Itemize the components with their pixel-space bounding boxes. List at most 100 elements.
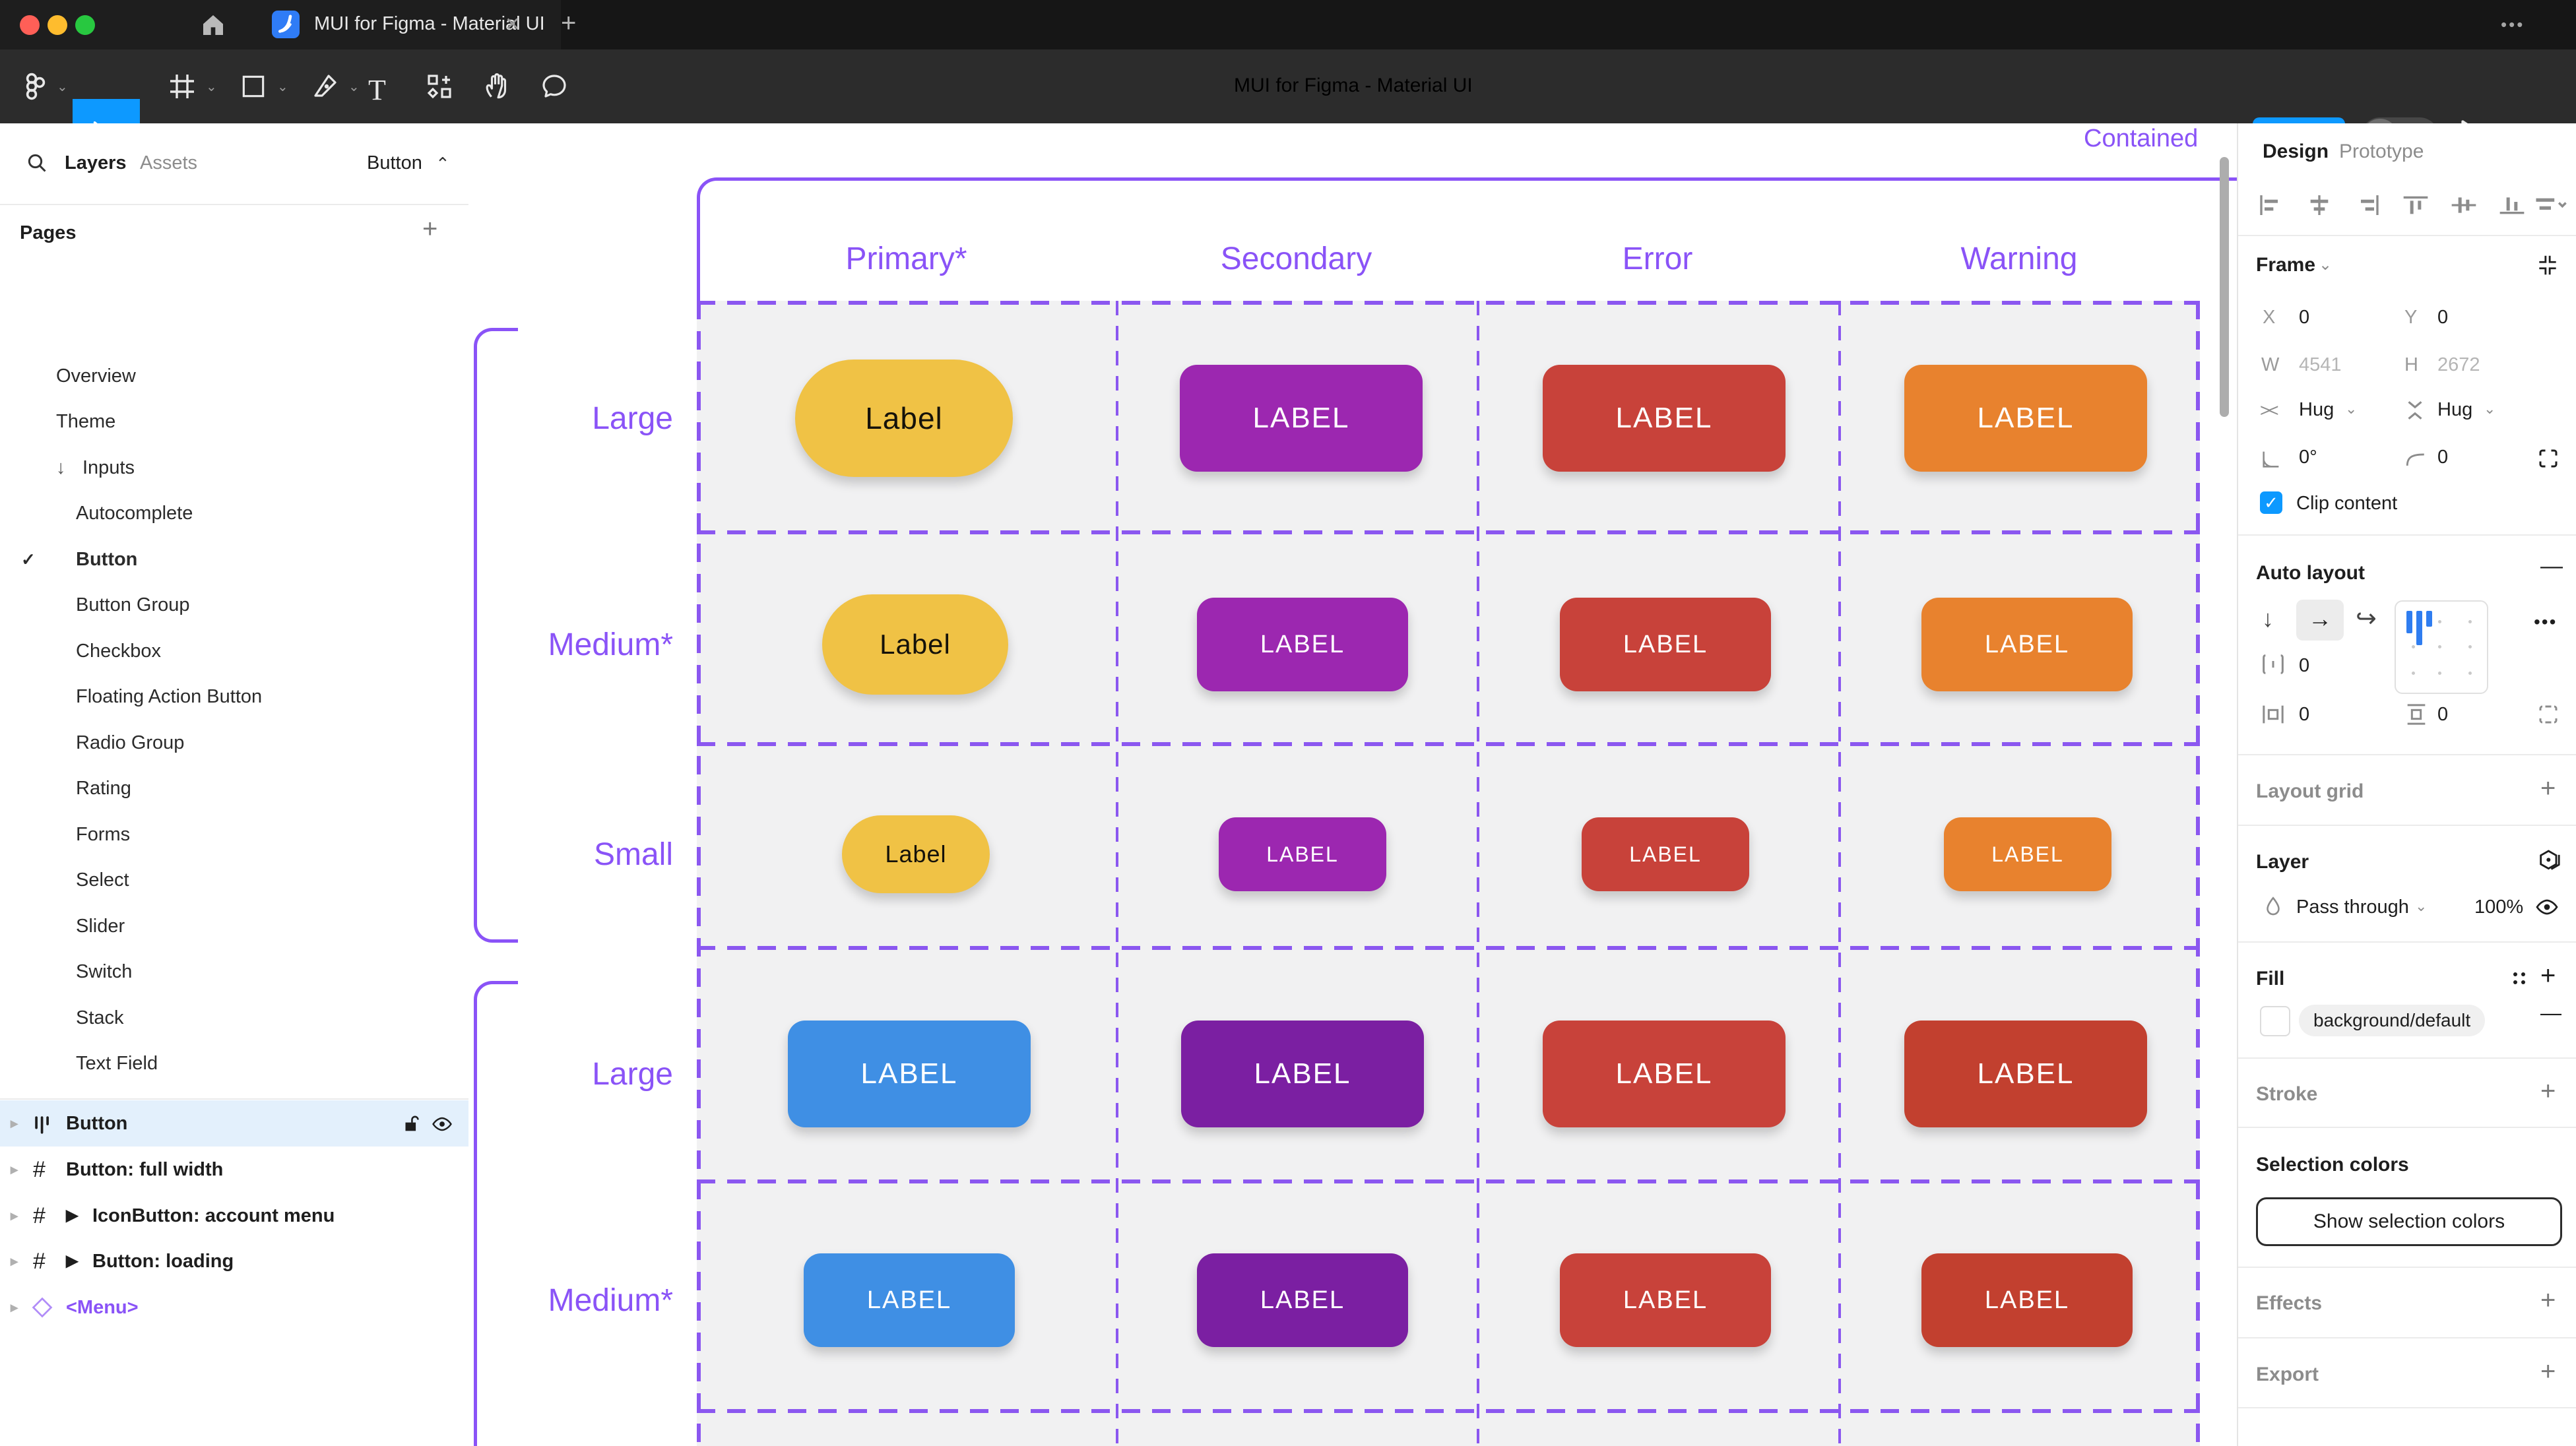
blend-mode-icon[interactable] [2536,848,2563,874]
eye-icon[interactable] [430,1112,454,1136]
comment-tool-icon[interactable] [538,71,570,102]
chevron-right-icon[interactable]: ▸ [11,1299,18,1315]
add-effect-button[interactable]: + [2540,1286,2556,1315]
page-selector[interactable]: Button [367,152,422,173]
chevron-right-icon[interactable]: ▸ [11,1161,18,1178]
text-tool-icon[interactable]: T [368,74,386,106]
frame-title[interactable]: Contained [2084,125,2199,152]
align-right-icon[interactable] [2354,193,2381,217]
add-fill-button[interactable]: + [2540,961,2556,990]
button2-error-large[interactable]: LABEL [1543,1021,1786,1127]
add-stroke-button[interactable]: + [2540,1077,2556,1106]
main-menu-chevron[interactable]: ⌄ [57,80,68,94]
styles-grid-icon[interactable] [2507,966,2531,990]
chevron-right-icon[interactable]: ▸ [11,1115,18,1131]
sidebar-page-select[interactable]: Select [76,869,129,891]
rotation-value[interactable]: 0° [2299,447,2317,468]
frame-section-header[interactable]: Frame [2256,254,2316,276]
button-primary-large[interactable]: Label [795,360,1013,477]
h-resize-chevron[interactable]: ⌄ [2345,400,2358,417]
canvas-scrollbar[interactable] [2220,157,2229,417]
y-value[interactable]: 0 [2437,307,2449,328]
clip-content-label[interactable]: Clip content [2296,493,2398,514]
align-h-center-icon[interactable] [2306,193,2333,217]
align-bottom-icon[interactable] [2499,193,2525,217]
sidebar-page-button-current[interactable]: ✓Button [0,536,468,582]
button-primary-medium[interactable]: Label [822,594,1008,695]
pen-tool-chevron[interactable]: ⌄ [348,80,360,94]
chevron-right-icon[interactable]: ▸ [11,1253,18,1269]
distribute-menu-icon[interactable] [2534,193,2568,217]
v-resize-chevron[interactable]: ⌄ [2484,400,2496,417]
button-secondary-medium[interactable]: LABEL [1197,598,1408,691]
clip-content-checkbox[interactable]: ✓ [2260,491,2282,514]
corner-radius-value[interactable]: 0 [2437,447,2449,468]
blend-mode-value[interactable]: Pass through [2296,896,2409,918]
sidebar-page-autocomplete[interactable]: Autocomplete [76,503,193,524]
button-primary-small[interactable]: Label [842,815,990,893]
blend-mode-chevron[interactable]: ⌄ [2415,898,2428,914]
button2-primary-large[interactable]: LABEL [788,1021,1031,1127]
align-v-center-icon[interactable] [2451,193,2477,217]
layer-row-button-full-width[interactable]: ▸ # Button: full width [0,1147,468,1193]
close-tab-icon[interactable]: ✕ [505,14,521,34]
h-resize-value[interactable]: Hug [2299,399,2334,420]
x-value[interactable]: 0 [2299,307,2310,328]
button2-warning-large[interactable]: LABEL [1904,1021,2147,1127]
sidebar-page-inputs[interactable]: ↓Inputs [0,445,468,491]
button2-error-medium[interactable]: LABEL [1560,1253,1771,1347]
add-export-button[interactable]: + [2540,1357,2556,1386]
sidebar-page-text-field[interactable]: Text Field [76,1053,158,1074]
sidebar-page-slider[interactable]: Slider [76,916,125,937]
sidebar-page-stack[interactable]: Stack [76,1007,124,1028]
button-warning-small[interactable]: LABEL [1944,817,2111,891]
tab-design[interactable]: Design [2263,141,2329,162]
button2-secondary-large[interactable]: LABEL [1181,1021,1424,1127]
padding-h-value[interactable]: 0 [2299,704,2310,725]
button-warning-medium[interactable]: LABEL [1921,598,2133,691]
shape-tool-icon[interactable] [239,72,268,101]
tab-assets[interactable]: Assets [140,152,198,173]
sidebar-page-overview[interactable]: Overview [56,365,136,387]
add-layout-grid-button[interactable]: + [2540,774,2556,803]
layer-row-menu-instance[interactable]: ▸ <Menu> [0,1284,468,1331]
page-selector-chevron[interactable]: ⌃ [435,154,450,173]
home-tab[interactable] [168,0,257,49]
show-selection-colors-button[interactable]: Show selection colors [2256,1197,2562,1246]
remove-auto-layout-button[interactable]: — [2540,553,2563,579]
layer-row-button-loading[interactable]: ▸ # ▶ Button: loading [0,1238,468,1284]
maximize-window-button[interactable] [75,15,95,35]
layout-horizontal-selected[interactable]: → [2296,600,2344,641]
chevron-right-icon[interactable]: ▸ [11,1207,18,1224]
sidebar-page-fab[interactable]: Floating Action Button [76,686,263,707]
sidebar-page-switch[interactable]: Switch [76,961,133,982]
individual-padding-icon[interactable] [2536,703,2560,726]
sidebar-page-checkbox[interactable]: Checkbox [76,641,161,662]
layout-vertical-icon[interactable]: ↓ [2262,605,2274,632]
button-secondary-large[interactable]: LABEL [1180,365,1423,472]
auto-layout-more-icon[interactable]: ••• [2534,612,2558,632]
canvas[interactable]: Contained Primary* Secondary Error Warni… [468,123,2237,1446]
w-value[interactable]: 4541 [2299,354,2342,375]
frame-tool-chevron[interactable]: ⌄ [206,80,217,94]
sidebar-page-forms[interactable]: Forms [76,824,131,845]
main-menu-icon[interactable] [20,71,51,102]
layer-row-button-selected[interactable]: ▸ Button [0,1100,468,1147]
gap-value[interactable]: 0 [2299,655,2310,676]
button2-secondary-medium[interactable]: LABEL [1197,1253,1408,1347]
minimize-window-button[interactable] [48,15,67,35]
shape-tool-chevron[interactable]: ⌄ [277,80,288,94]
sidebar-page-rating[interactable]: Rating [76,778,131,799]
button-secondary-small[interactable]: LABEL [1219,817,1386,891]
button-error-small[interactable]: LABEL [1582,817,1749,891]
tab-prototype[interactable]: Prototype [2339,141,2424,162]
align-left-icon[interactable] [2258,193,2284,217]
sidebar-page-theme[interactable]: Theme [56,411,116,432]
unlock-icon[interactable] [400,1112,422,1135]
collapse-panel-icon[interactable] [2535,253,2560,278]
button2-warning-medium[interactable]: LABEL [1921,1253,2133,1347]
frame-tool-icon[interactable] [166,71,198,102]
layer-visibility-eye-icon[interactable] [2534,894,2560,920]
actions-tool-icon[interactable] [424,71,455,102]
search-icon[interactable] [24,150,50,176]
